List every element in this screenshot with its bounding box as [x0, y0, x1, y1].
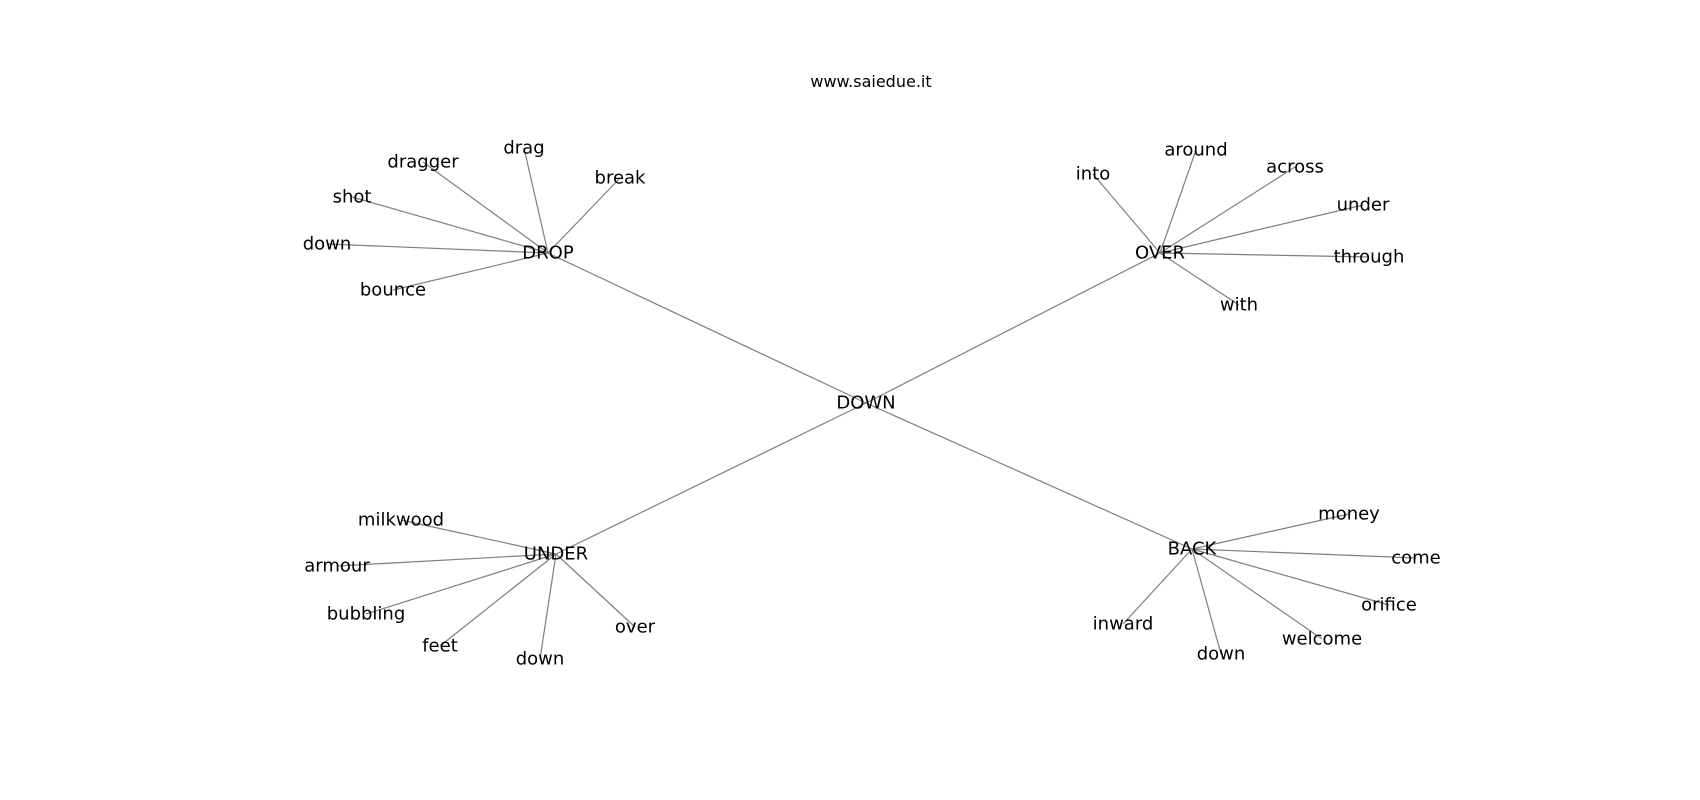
leaf-node-label: into [1076, 164, 1110, 185]
leaf-node-label: bounce [360, 280, 426, 301]
leaf-node-label: come [1391, 548, 1441, 569]
edge-drop-dragger [422, 161, 549, 254]
edge-over-across [1159, 166, 1296, 254]
edge-center-drop [547, 252, 867, 404]
leaf-node-label: over [615, 617, 656, 638]
edge-back-money [1191, 513, 1350, 550]
leaf-node-label: down [1197, 644, 1246, 665]
leaf-node-label: drag [503, 138, 544, 159]
edge-under-down [539, 553, 557, 660]
edge-drop-shot [351, 196, 549, 254]
edge-over-around [1159, 149, 1197, 254]
edge-under-over [555, 553, 636, 628]
edge-back-come [1191, 548, 1417, 559]
leaf-node-label: shot [333, 187, 372, 208]
edge-over-under [1159, 204, 1364, 254]
hub-node-label-under: UNDER [524, 544, 588, 565]
edge-over-through [1159, 252, 1370, 258]
edge-back-down [1191, 548, 1222, 655]
edge-under-milkwood [400, 519, 557, 555]
leaf-node-label: down [516, 649, 565, 670]
edge-back-inward [1122, 548, 1193, 625]
leaf-node-label: through [1334, 247, 1405, 268]
edge-over-into [1092, 173, 1161, 254]
edge-center-over [865, 252, 1161, 404]
leaf-node-label: with [1220, 295, 1258, 316]
leaf-node-label: around [1164, 140, 1227, 161]
leaf-node-label: milkwood [358, 510, 444, 531]
leaf-node-label: across [1266, 157, 1324, 178]
hub-node-label-back: BACK [1168, 539, 1218, 560]
leaf-node-label: inward [1093, 614, 1154, 635]
edge-drop-break [547, 177, 621, 254]
edges-layer [326, 147, 1417, 660]
edge-drop-drag [523, 147, 549, 254]
edge-under-bubbling [365, 553, 557, 615]
edge-over-with [1159, 252, 1240, 306]
hub-node-label-drop: DROP [522, 243, 574, 264]
site-url-label: www.saiedue.it [810, 72, 932, 91]
edge-back-orifice [1191, 548, 1390, 606]
leaf-node-label: under [1337, 195, 1390, 216]
edge-under-armour [336, 553, 557, 567]
labels-layer: DOWN DROP dragger drag break shot down bounce OV… [303, 138, 1441, 670]
leaf-node-label: money [1318, 504, 1380, 525]
leaf-node-label: welcome [1282, 629, 1362, 650]
center-node-label: DOWN [836, 393, 895, 414]
edge-center-under [555, 402, 867, 555]
edge-back-welcome [1191, 548, 1323, 640]
edge-center-back [865, 402, 1193, 550]
leaf-node-label: dragger [387, 152, 459, 173]
edge-drop-down [326, 243, 549, 254]
leaf-node-label: armour [304, 556, 370, 577]
edge-under-feet [439, 553, 557, 647]
leaf-node-label: orifice [1361, 595, 1417, 616]
leaf-node-label: bubbling [327, 604, 406, 625]
leaf-node-label: break [595, 168, 647, 189]
leaf-node-label: down [303, 234, 352, 255]
leaf-node-label: feet [422, 636, 458, 657]
hub-node-label-over: OVER [1135, 243, 1185, 264]
edge-drop-bounce [392, 252, 549, 291]
